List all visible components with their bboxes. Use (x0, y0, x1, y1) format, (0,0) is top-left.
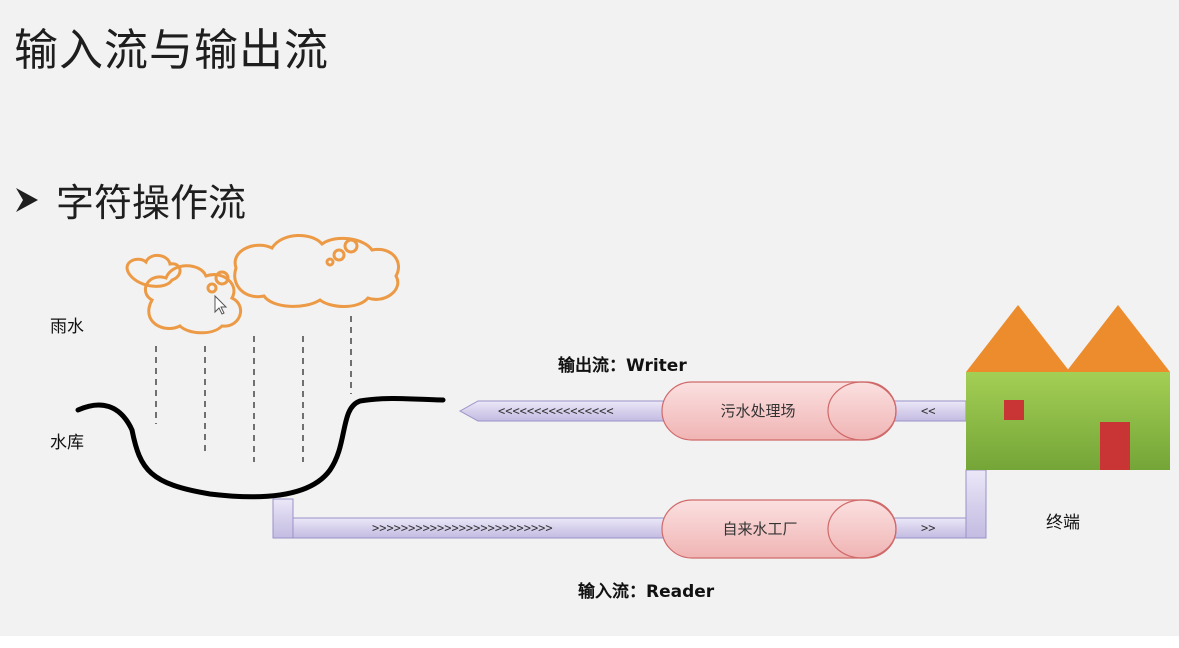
house-icon (966, 305, 1170, 470)
terminal-label: 终端 (1046, 513, 1080, 533)
reservoir-outline (75, 395, 446, 500)
slide-title: 输入流与输出流 (14, 25, 329, 76)
sewage-tank (661, 381, 897, 441)
cloud-icon (125, 233, 400, 335)
arrow-bullet-icon (16, 187, 38, 212)
rain-label: 雨水 (50, 317, 84, 337)
output-pipe-markers-short: << (921, 404, 935, 418)
waterworks-tank-label: 自来水工厂 (722, 520, 797, 538)
input-pipe-markers: >>>>>>>>>>>>>>>>>>>>>>>>> (372, 521, 553, 535)
output-pipe (458, 400, 967, 422)
input-pipe (272, 469, 987, 539)
bullet-item: 字符操作流 (14, 172, 246, 227)
reservoir-label: 水库 (50, 433, 84, 453)
output-pipe-markers: <<<<<<<<<<<<<<<< (498, 404, 614, 418)
cursor-icon (214, 294, 228, 315)
output-stream-label: 输出流：Writer (558, 356, 687, 376)
waterworks-tank (661, 499, 897, 559)
rain-lines (155, 316, 352, 462)
sewage-tank-label: 污水处理场 (720, 402, 795, 420)
input-pipe-markers-short: >> (921, 521, 935, 535)
input-stream-label: 输入流：Reader (578, 582, 715, 602)
bullet-text: 字符操作流 (56, 181, 247, 225)
